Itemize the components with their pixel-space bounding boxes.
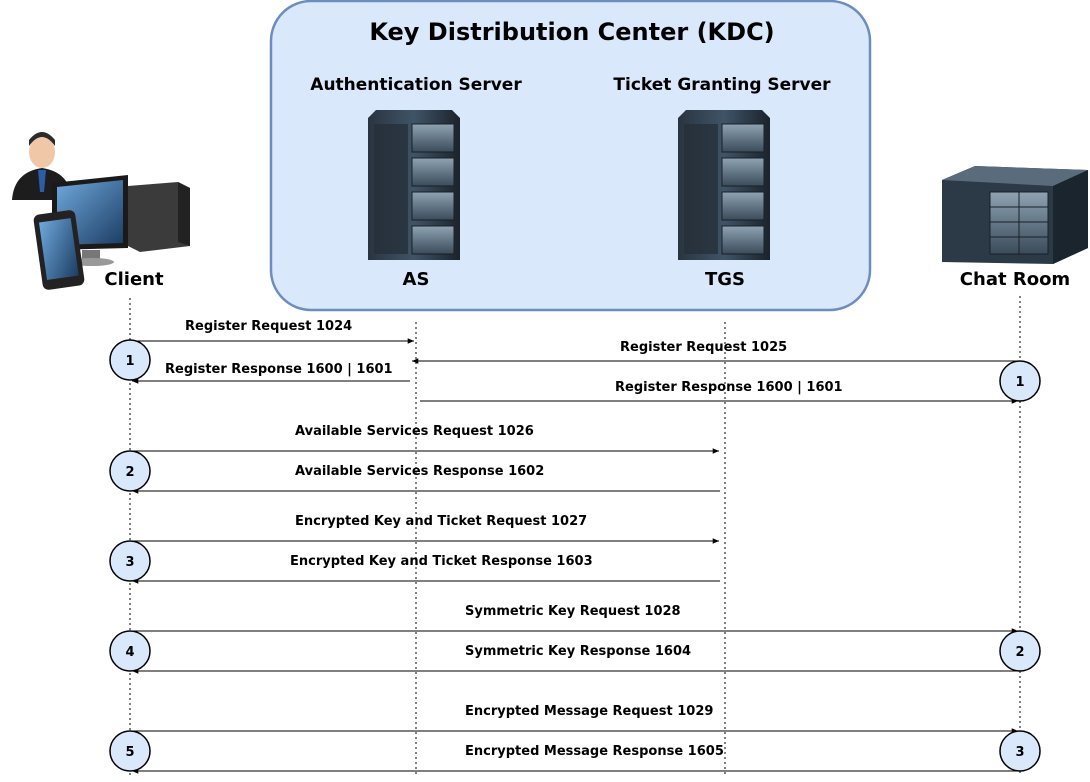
chat-room-label: Chat Room [960, 269, 1070, 290]
svg-text:5: 5 [125, 745, 134, 760]
server-rack-icon [678, 110, 770, 260]
client-step-4: 4 [109, 630, 151, 672]
msg-available-services-response: Available Services Response 1602 [295, 464, 544, 479]
msg-register-request-1025: Register Request 1025 [620, 340, 787, 355]
chat-room-step-1: 1 [999, 360, 1041, 402]
tgs-label: TGS [705, 269, 745, 290]
msg-register-response-chat: Register Response 1600 | 1601 [615, 380, 843, 395]
svg-text:4: 4 [125, 645, 134, 660]
as-label: AS [403, 269, 430, 290]
client-step-5: 5 [109, 730, 151, 772]
client-label: Client [104, 269, 164, 290]
msg-register-request-1024: Register Request 1024 [185, 319, 352, 334]
msg-key-ticket-request: Encrypted Key and Ticket Request 1027 [295, 514, 587, 529]
msg-register-response-client: Register Response 1600 | 1601 [165, 362, 393, 377]
client-step-2: 2 [109, 450, 151, 492]
svg-text:2: 2 [125, 465, 134, 480]
svg-text:1: 1 [125, 354, 134, 369]
server-rack-icon [368, 110, 460, 260]
client-step-1: 1 [109, 339, 151, 381]
msg-available-services-request: Available Services Request 1026 [295, 424, 534, 439]
msg-encrypted-message-response: Encrypted Message Response 1605 [465, 744, 724, 759]
msg-encrypted-message-request: Encrypted Message Request 1029 [465, 704, 713, 719]
svg-text:1: 1 [1015, 375, 1024, 390]
kdc-title: Key Distribution Center (KDC) [369, 18, 774, 46]
msg-symmetric-key-response: Symmetric Key Response 1604 [465, 644, 691, 659]
svg-text:2: 2 [1015, 645, 1024, 660]
msg-symmetric-key-request: Symmetric Key Request 1028 [465, 604, 681, 619]
kdc-container [269, 0, 872, 312]
user-with-computer-and-phone-icon [12, 132, 190, 290]
svg-text:3: 3 [1015, 745, 1024, 760]
tgs-server-label: Ticket Granting Server [613, 75, 831, 95]
client-step-3: 3 [109, 540, 151, 582]
as-server-label: Authentication Server [310, 75, 522, 95]
msg-key-ticket-response: Encrypted Key and Ticket Response 1603 [290, 554, 593, 569]
chat-room-step-2: 2 [999, 630, 1041, 672]
svg-text:3: 3 [125, 555, 134, 570]
rack-server-unit-icon [942, 166, 1088, 264]
chat-room-step-3: 3 [999, 730, 1041, 772]
